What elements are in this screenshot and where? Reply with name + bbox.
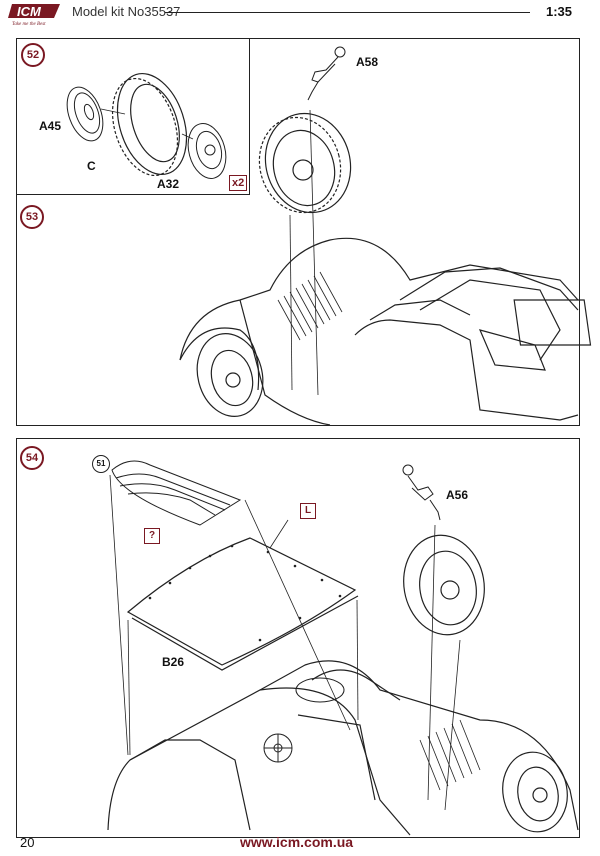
front-wheel-top-illustration — [295, 677, 345, 703]
part-label-a45: A45 — [39, 119, 62, 133]
rear-wheel-illustration — [502, 751, 568, 833]
quantity-badge: x2 — [229, 175, 248, 191]
step-53-badge: 53 — [20, 205, 44, 229]
unknown-marker-badge: ? — [144, 528, 160, 544]
hub-a45-illustration — [66, 86, 104, 142]
part-label-a56: A56 — [446, 488, 469, 502]
page-header: ICM Take me the Best Model kit No35537 1… — [0, 0, 600, 30]
svg-text:Take me the Best: Take me the Best — [12, 22, 46, 27]
wheel-exploded-illustration — [66, 72, 227, 179]
part-label-c: C — [87, 159, 96, 173]
part-label-b26: B26 — [162, 655, 185, 669]
option-marker-badge: L — [300, 503, 316, 519]
part-label-a32: A32 — [157, 177, 180, 191]
icm-logo: ICM Take me the Best — [8, 2, 64, 27]
steering-wheel-illustration — [263, 733, 293, 763]
car-body-rear-illustration — [107, 660, 579, 836]
kit-title: Model kit No35537 — [72, 4, 181, 19]
website-link[interactable]: www.icm.com.ua — [240, 834, 354, 850]
roof-rivets-illustration — [148, 544, 342, 642]
tire-c-illustration — [111, 72, 188, 177]
step-54-panel — [16, 438, 580, 838]
spare-tire-illustration — [403, 534, 485, 636]
part-label-a58: A58 — [356, 55, 379, 69]
front-wheel-illustration — [179, 327, 264, 418]
car-side-spare-illustration — [179, 46, 592, 426]
step-52-badge: 52 — [21, 43, 45, 67]
car-body-illustration — [179, 237, 592, 426]
svg-text:ICM: ICM — [17, 4, 42, 19]
header-divider — [165, 12, 530, 13]
roof-panel-b26-illustration — [126, 537, 359, 671]
reference-step-badge: 51 — [92, 455, 110, 473]
folded-top-illustration — [111, 460, 242, 526]
hood-vents-illustration — [419, 719, 481, 791]
page-number: 20 — [20, 835, 35, 850]
bracket-a58-illustration — [307, 46, 346, 101]
step-52-panel: 52 A45 C A32 x2 — [16, 38, 250, 195]
step-54-badge: 54 — [20, 446, 44, 470]
spare-tire-illustration — [258, 112, 352, 214]
wheel-a32-illustration — [187, 123, 227, 179]
scale-label: 1:35 — [546, 4, 573, 19]
bracket-a56-illustration — [402, 464, 441, 521]
hood-vents-illustration — [277, 271, 343, 341]
